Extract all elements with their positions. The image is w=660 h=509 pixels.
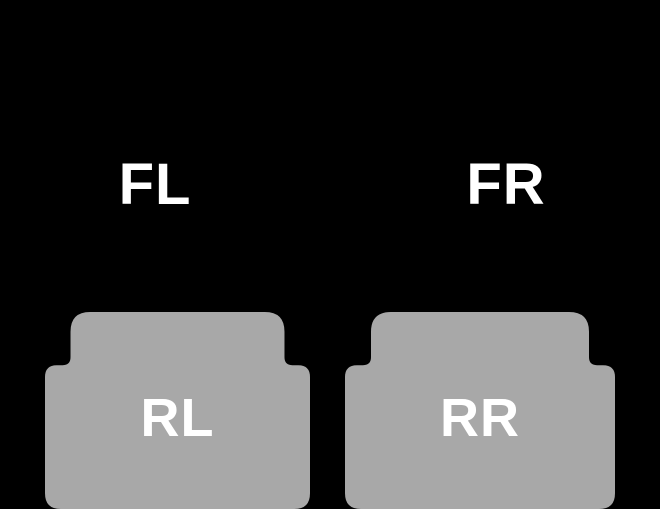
rear-right-mat: RR [345,312,615,509]
front-left-label: FL [118,152,192,217]
rear-right-mat-shape [345,312,615,509]
rear-left-mat: RL [45,312,310,509]
rear-right-mat-path [345,312,615,509]
rear-left-label: RL [140,388,215,449]
front-right-label: FR [466,152,546,217]
rear-left-mat-path [45,312,310,509]
rear-left-mat-shape [45,312,310,509]
rear-right-label: RR [440,388,520,449]
